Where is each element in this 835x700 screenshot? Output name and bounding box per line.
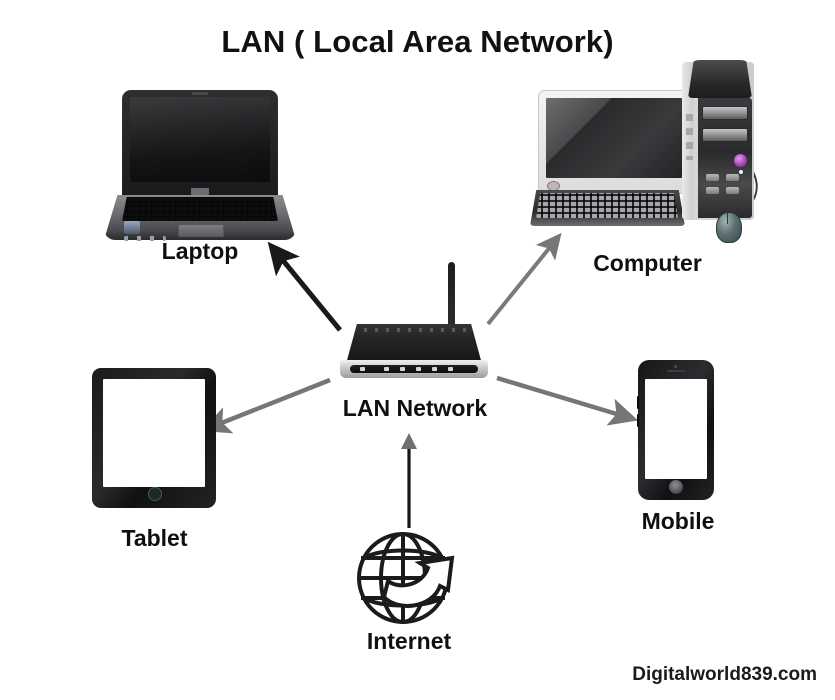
arrow-router-to-tablet [201, 377, 331, 434]
tablet-icon[interactable] [92, 368, 216, 508]
laptop-lid [122, 90, 278, 198]
internet-refresh-arrow [381, 555, 455, 608]
router-vents [364, 328, 466, 332]
router-led [448, 367, 453, 371]
laptop-trackpad [178, 224, 224, 237]
arrow-router-to-mobile [496, 375, 639, 426]
mobile-volume-up-button[interactable] [637, 396, 639, 409]
mobile-label: Mobile [641, 508, 715, 534]
globe-arrow-icon[interactable] [348, 528, 470, 628]
laptop-logo [191, 188, 209, 195]
front-ports [686, 114, 693, 160]
monitor-screen [546, 98, 682, 178]
site-watermark: Digitalworld839.com [632, 664, 817, 685]
router-led [432, 367, 437, 371]
optical-drive-bay [702, 106, 748, 120]
power-button-icon[interactable] [734, 154, 747, 167]
router-led-strip [350, 365, 478, 373]
page-title: LAN ( Local Area Network) [221, 24, 614, 59]
mobile-volume-down-button[interactable] [637, 414, 639, 427]
tablet-home-button[interactable] [148, 487, 162, 501]
laptop-screen [130, 97, 270, 182]
mouse-icon [716, 212, 742, 243]
monitor-bezel [538, 90, 690, 194]
laptop-keyboard [122, 197, 278, 221]
power-led [739, 170, 743, 174]
router-led [416, 367, 421, 371]
monitor-logo [547, 181, 560, 191]
arrow-router-to-laptop [267, 241, 342, 332]
mobile-home-button[interactable] [669, 480, 683, 494]
mouse-button-split [727, 213, 728, 224]
tower-front-button [726, 187, 739, 194]
laptop-webcam-icon [192, 92, 208, 95]
tower-front-button [726, 174, 739, 181]
router-antenna [448, 262, 455, 332]
mobile-screen [645, 379, 707, 479]
tablet-label: Tablet [121, 525, 188, 551]
tower-front-button [706, 187, 719, 194]
computer-tower-top [688, 60, 752, 98]
mobile-camera-icon [674, 365, 677, 368]
laptop-icon[interactable] [104, 90, 296, 241]
computer-label: Computer [593, 250, 702, 276]
tablet-frame [92, 368, 216, 508]
router-led [400, 367, 405, 371]
smartphone-icon[interactable] [637, 360, 714, 500]
optical-drive-bay [702, 128, 748, 142]
laptop-status-leds [124, 236, 166, 241]
tower-front-button [706, 174, 719, 181]
desktop-computer-icon[interactable] [530, 60, 765, 243]
router-label: LAN Network [342, 395, 488, 421]
internet-globe-svg [357, 532, 455, 624]
laptop-badge [124, 221, 140, 234]
internet-label: Internet [366, 628, 452, 654]
globe-parallel-top-curve [363, 548, 443, 560]
mobile-speaker [667, 370, 685, 372]
router-led [360, 367, 365, 371]
router-led [384, 367, 389, 371]
wifi-router-icon[interactable] [338, 262, 490, 392]
mobile-frame [637, 360, 714, 500]
computer-keyboard-keys [536, 193, 678, 218]
laptop-label: Laptop [161, 238, 239, 264]
tablet-screen [103, 379, 205, 487]
